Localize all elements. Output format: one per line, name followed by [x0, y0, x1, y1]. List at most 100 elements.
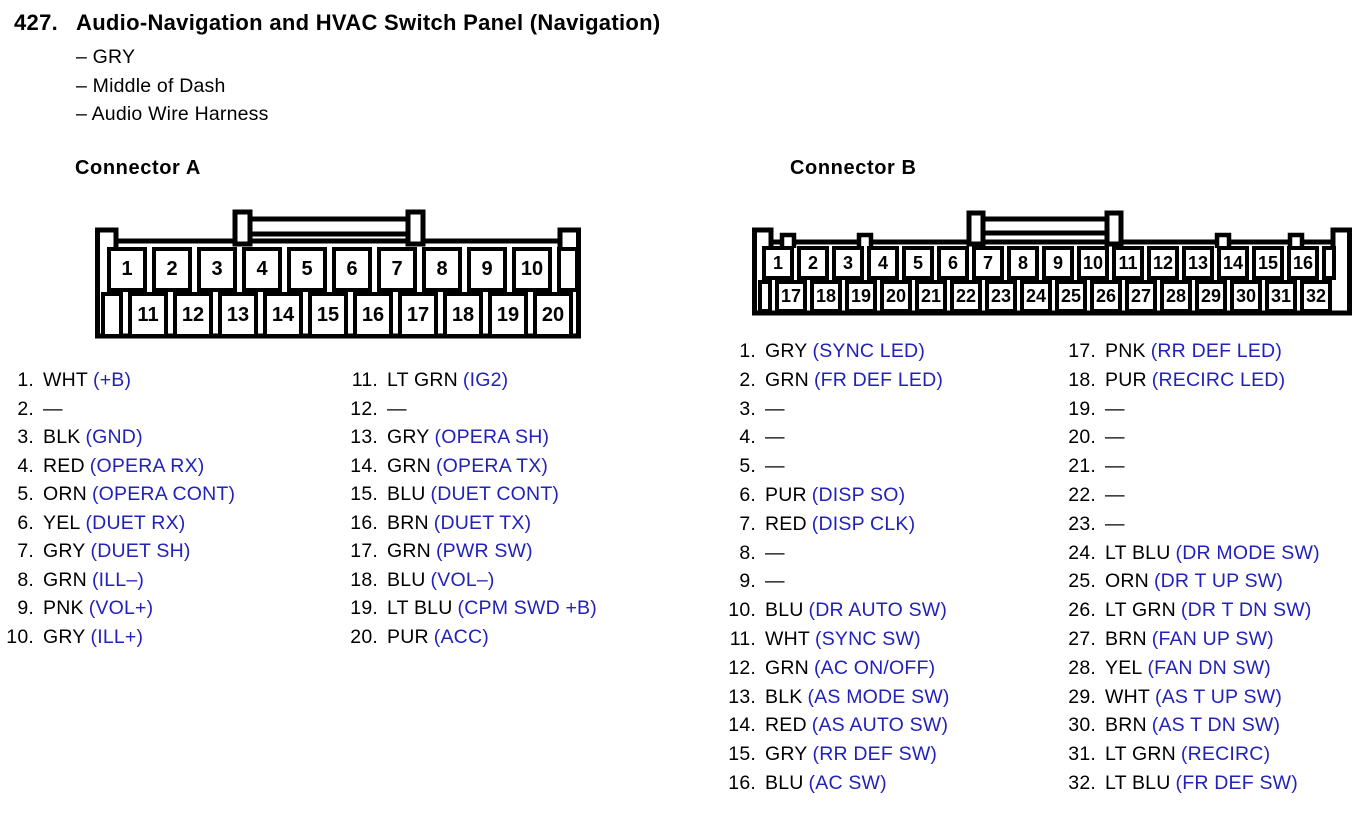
pin-cell: 6	[332, 247, 372, 292]
pin-number: 13.	[728, 685, 756, 708]
pin-number: 23.	[1068, 512, 1096, 535]
pin-wire-color: YEL	[1105, 656, 1143, 679]
pin-signal-name: (ACC)	[433, 625, 489, 648]
pin-cell: 9	[467, 247, 507, 292]
connector-b-latch-bar	[977, 216, 1113, 236]
pin-list-item: 13. BLK (AS MODE SW)	[722, 683, 950, 712]
pin-wire-color: ORN	[43, 483, 87, 505]
blank-cavity	[557, 247, 579, 292]
pin-cell: 2	[797, 246, 829, 280]
connector-b-pin-list-right: 17. PNK (RR DEF LED) 18. PUR (RECIRC LED…	[1062, 337, 1320, 798]
pin-wire-color: GRY	[387, 426, 430, 448]
pin-wire-color: BLK	[43, 426, 81, 448]
pin-number: 7.	[739, 512, 756, 535]
pin-list-item: 27. BRN (FAN UP SW)	[1062, 625, 1320, 654]
pin-list-item: 16. BRN (DUET TX)	[344, 509, 597, 538]
pin-wire-color: —	[765, 397, 785, 420]
pin-cell: 31	[1265, 280, 1297, 313]
pin-signal-name: (DR T DN SW)	[1180, 599, 1312, 622]
pin-number: 21.	[1068, 455, 1096, 478]
connector-b-bump	[1214, 232, 1232, 248]
pin-wire-color: LT BLU	[1105, 771, 1171, 794]
pin-signal-name: (DUET SH)	[90, 540, 191, 562]
pin-wire-color: RED	[43, 454, 85, 477]
pin-wire-color: —	[1105, 426, 1125, 449]
pin-number: 17.	[1068, 340, 1096, 362]
pin-wire-color: WHT	[1105, 685, 1150, 708]
pin-signal-name: (DR AUTO SW)	[808, 599, 948, 622]
pin-list-item: 25. ORN (DR T UP SW)	[1062, 567, 1320, 596]
pin-cell: 14	[263, 292, 303, 338]
pin-list-item: 14. RED (AS AUTO SW)	[722, 711, 950, 740]
pin-number: 8.	[17, 568, 34, 591]
pin-number: 7.	[17, 540, 34, 562]
pin-list-item: 11. WHT (SYNC SW)	[722, 625, 950, 654]
connector-a-latch-post-right	[405, 209, 426, 247]
pin-cell: 22	[950, 280, 982, 313]
pin-number: 19.	[1068, 397, 1096, 420]
figure-detail-line: – GRY	[76, 46, 136, 68]
pin-list-item: 28. YEL (FAN DN SW)	[1062, 654, 1320, 683]
pin-signal-name: (AC ON/OFF)	[813, 656, 936, 679]
pin-signal-name: (OPERA SH)	[434, 426, 550, 448]
pin-list-item: 15. BLU (DUET CONT)	[344, 480, 597, 509]
pin-number: 11.	[729, 627, 756, 650]
pin-signal-name: (DISP SO)	[811, 483, 906, 506]
pin-number: 16.	[728, 771, 756, 794]
pin-signal-name: (ILL+)	[90, 625, 144, 648]
pin-cell: 11	[128, 292, 168, 338]
pin-wire-color: —	[387, 397, 407, 420]
pin-number: 4.	[17, 454, 34, 477]
pin-wire-color: ORN	[1105, 570, 1149, 593]
pin-wire-color: LT BLU	[387, 597, 453, 619]
pin-number: 17.	[350, 540, 378, 562]
connector-a-latch-bar	[242, 216, 416, 237]
pin-cell: 1	[762, 246, 794, 280]
pin-list-item: 19. LT BLU (CPM SWD +B)	[344, 594, 597, 623]
connector-b-bump	[856, 232, 874, 248]
figure-detail-line: – Audio Wire Harness	[76, 103, 269, 126]
pin-signal-name: (DISP CLK)	[811, 512, 916, 535]
pin-number: 12.	[350, 397, 378, 420]
pin-list-item: 4. RED (OPERA RX)	[0, 452, 235, 481]
pin-list-item: 5. ORN (OPERA CONT)	[0, 480, 235, 509]
pin-signal-name: (AS T DN SW)	[1151, 714, 1281, 737]
pin-wire-color: —	[1105, 455, 1125, 478]
pin-list-item: 14. GRN (OPERA TX)	[344, 452, 597, 481]
pin-wire-color: —	[765, 570, 785, 593]
pin-cell: 1	[107, 247, 147, 292]
pin-list-item: 26. LT GRN (DR T DN SW)	[1062, 596, 1320, 625]
pin-cell: 8	[422, 247, 462, 292]
pin-number: 19.	[350, 597, 378, 619]
connector-a-pin-list-right: 11. LT GRN (IG2) 12. — 13. GRY (OPERA SH…	[344, 366, 597, 651]
pin-signal-name: (PWR SW)	[435, 540, 533, 562]
pin-signal-name: (RR DEF LED)	[1150, 340, 1283, 362]
pin-list-item: 4. —	[722, 423, 950, 452]
pin-list-item: 18. BLU (VOL–)	[344, 566, 597, 595]
pin-cell: 12	[173, 292, 213, 338]
pin-list-item: 20. PUR (ACC)	[344, 623, 597, 652]
pin-number: 6.	[17, 511, 34, 534]
pin-signal-name: (OPERA TX)	[435, 454, 549, 477]
pin-number: 28.	[1068, 656, 1096, 679]
pin-wire-color: LT BLU	[1105, 541, 1171, 564]
pin-cell: 7	[377, 247, 417, 292]
pin-wire-color: BLU	[765, 771, 804, 794]
pin-number: 20.	[350, 625, 378, 648]
pin-wire-color: —	[765, 541, 785, 564]
pin-number: 3.	[739, 397, 756, 420]
pin-list-item: 24. LT BLU (DR MODE SW)	[1062, 539, 1320, 568]
pin-wire-color: LT GRN	[387, 369, 458, 391]
pin-number: 10.	[6, 625, 34, 648]
pin-signal-name: (DUET TX)	[433, 511, 532, 534]
pin-list-item: 9. PNK (VOL+)	[0, 594, 235, 623]
pin-wire-color: GRY	[765, 743, 808, 766]
pin-signal-name: (CPM SWD +B)	[457, 597, 597, 619]
pin-cell: 3	[197, 247, 237, 292]
pin-wire-color: —	[43, 397, 63, 420]
pin-number: 8.	[739, 541, 756, 564]
connector-b-bump	[779, 232, 797, 248]
